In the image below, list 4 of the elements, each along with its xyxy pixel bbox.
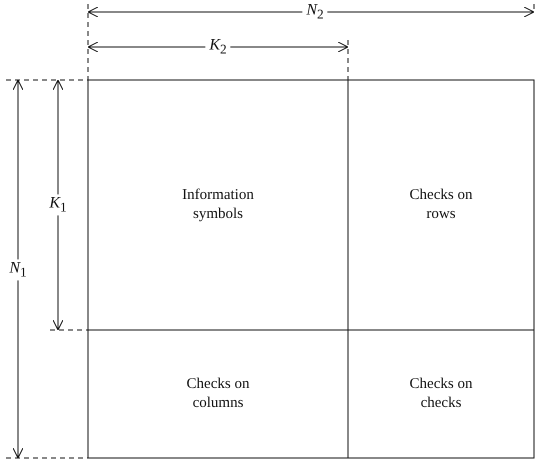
block-label: Checks on checks (408, 375, 474, 413)
block-label: Information symbols (181, 186, 255, 224)
block-label: Checks on columns (186, 375, 250, 413)
block-label: Checks on rows (408, 186, 474, 224)
